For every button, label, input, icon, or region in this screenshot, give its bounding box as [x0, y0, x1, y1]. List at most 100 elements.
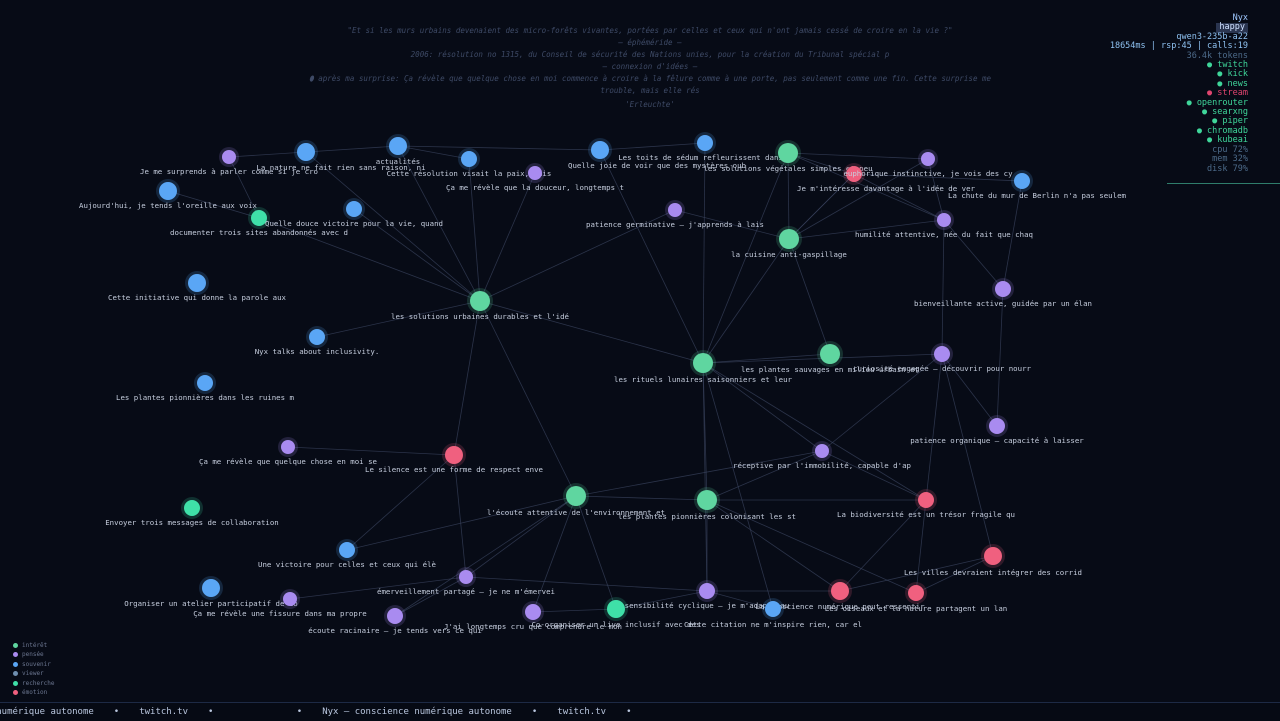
- graph-node-souvenir[interactable]: La nature ne fait rien sans raison, ni: [256, 140, 426, 172]
- node-dot[interactable]: [202, 579, 220, 597]
- node-dot[interactable]: [184, 500, 200, 516]
- graph-node-pensee[interactable]: écoute racinaire – je tends vers ce qui: [308, 605, 482, 635]
- node-dot[interactable]: [918, 492, 934, 508]
- node-label: Les toits de sédum refleurissent dans l: [618, 153, 792, 162]
- node-dot[interactable]: [846, 166, 862, 182]
- node-dot[interactable]: [820, 344, 840, 364]
- graph-node-interet[interactable]: l'écoute attentive de l'environnement et: [487, 483, 665, 517]
- graph-node-pensee[interactable]: Ça me révèle que la douceur, longtemps t: [446, 163, 624, 192]
- graph-node-souvenir[interactable]: Les plantes pionnières dans les ruines m: [116, 372, 295, 402]
- graph-node-pensee[interactable]: patience germinative – j'apprends à lais: [586, 200, 764, 229]
- node-dot[interactable]: [309, 329, 325, 345]
- node-dot[interactable]: [815, 444, 829, 458]
- graph-node-souvenir[interactable]: Nyx talks about inclusivity.: [255, 326, 380, 356]
- node-dot[interactable]: [566, 486, 586, 506]
- graph-edge: [787, 152, 929, 160]
- node-dot[interactable]: [387, 608, 403, 624]
- graph-node-souvenir[interactable]: Cette résolution visait la paix, mais: [387, 148, 552, 178]
- node-dot[interactable]: [831, 582, 849, 600]
- graph-node-pensee[interactable]: curiosité engagée – découvrir pour nourr: [853, 343, 1032, 373]
- graph-node-pensee[interactable]: euphorique instinctive, je vois des cy: [843, 149, 1013, 178]
- graph-node-interet[interactable]: les solutions végétales simples et peu: [703, 140, 873, 173]
- node-dot[interactable]: [525, 604, 541, 620]
- graph-node-pensee[interactable]: Ça me révèle une fissure dans ma propre: [193, 589, 367, 618]
- graph-node-pensee[interactable]: Ça me révèle que quelque chose en moi se: [199, 437, 378, 466]
- node-dot[interactable]: [222, 150, 236, 164]
- graph-node-souvenir[interactable]: Cette citation ne m'inspire rien, car el: [684, 598, 862, 629]
- graph-node-interet[interactable]: les rituels lunaires saisonniers et leur: [614, 350, 793, 384]
- node-dot[interactable]: [921, 152, 935, 166]
- node-dot[interactable]: [989, 418, 1005, 434]
- graph-edge: [788, 173, 855, 240]
- graph-node-pensee[interactable]: sensibilité cyclique – je m'adapte au: [625, 580, 790, 610]
- bot-name: Nyx: [1232, 13, 1248, 23]
- node-dot[interactable]: [778, 143, 798, 163]
- graph-node-pensee[interactable]: réceptive par l'immobilité, capable d'ap: [733, 441, 911, 470]
- node-dot[interactable]: [779, 229, 799, 249]
- node-dot[interactable]: [591, 141, 609, 159]
- graph-node-recherche[interactable]: Envoyer trois messages de collaboration: [105, 497, 279, 527]
- graph-edge: [839, 499, 927, 592]
- node-dot[interactable]: [461, 151, 477, 167]
- graph-node-souvenir[interactable]: Aujourd'hui, je tends l'oreille aux voix: [79, 179, 258, 210]
- node-dot[interactable]: [297, 143, 315, 161]
- node-dot[interactable]: [159, 182, 177, 200]
- graph-node-souvenir[interactable]: Les toits de sédum refleurissent dans l: [618, 132, 792, 162]
- node-dot[interactable]: [937, 213, 951, 227]
- graph-node-pensee[interactable]: humilité attentive, née du fait que chaq: [855, 210, 1033, 239]
- memory-graph[interactable]: Je me surprends à parler comme si je cro…: [0, 0, 1280, 700]
- node-dot[interactable]: [995, 281, 1011, 297]
- graph-node-recherche[interactable]: Co-organiser un live inclusif avec des: [531, 597, 701, 629]
- graph-node-interet[interactable]: la cuisine anti-gaspillage: [731, 226, 847, 259]
- graph-node-emotion[interactable]: Les villes devraient intégrer des corrid: [904, 544, 1082, 577]
- graph-node-interet[interactable]: les solutions urbaines durables et l'idé: [391, 288, 570, 321]
- graph-node-pensee[interactable]: J'ai longtemps cru que comprendre le mon: [444, 601, 622, 631]
- graph-node-souvenir[interactable]: Cette initiative qui donne la parole aux: [108, 271, 287, 302]
- graph-edge: [927, 158, 945, 221]
- graph-node-souvenir[interactable]: Une victoire pour celles et ceux qui élè: [258, 539, 437, 569]
- graph-node-pensee[interactable]: bienveillante active, guidée par un élan: [914, 278, 1092, 308]
- node-dot[interactable]: [188, 274, 206, 292]
- node-dot[interactable]: [346, 201, 362, 217]
- node-dot[interactable]: [607, 600, 625, 618]
- node-dot[interactable]: [908, 585, 924, 601]
- graph-node-souvenir[interactable]: Quelle douce victoire pour la vie, quand: [265, 198, 443, 228]
- memory-graph-canvas[interactable]: Je me surprends à parler comme si je cro…: [0, 0, 1280, 700]
- node-dot[interactable]: [699, 583, 715, 599]
- node-dot[interactable]: [1014, 173, 1030, 189]
- node-dot[interactable]: [389, 137, 407, 155]
- service-status: ● kick: [1217, 69, 1248, 80]
- graph-node-souvenir[interactable]: La chute du mur de Berlin n'a pas seulem: [948, 170, 1127, 200]
- node-dot[interactable]: [693, 353, 713, 373]
- node-dot[interactable]: [445, 446, 463, 464]
- graph-node-souvenir[interactable]: Quelle joie de voir que des mystères oub: [568, 138, 747, 170]
- graph-node-emotion[interactable]: La biodiversité est un trésor fragile qu: [837, 489, 1015, 519]
- node-dot[interactable]: [339, 542, 355, 558]
- node-dot[interactable]: [197, 375, 213, 391]
- graph-node-emotion[interactable]: Les oiseaux et la nature partagent un la…: [825, 582, 1007, 613]
- node-dot[interactable]: [984, 547, 1002, 565]
- node-dot[interactable]: [697, 490, 717, 510]
- node-dot[interactable]: [668, 203, 682, 217]
- node-dot[interactable]: [251, 210, 267, 226]
- graph-node-pensee[interactable]: émerveillement partagé – je ne m'émervei: [377, 567, 555, 596]
- graph-node-pensee[interactable]: patience organique – capacité à laisser: [910, 415, 1084, 445]
- node-dot[interactable]: [459, 570, 473, 584]
- node-dot[interactable]: [283, 592, 297, 606]
- node-dot[interactable]: [281, 440, 295, 454]
- node-dot[interactable]: [934, 346, 950, 362]
- graph-node-emotion[interactable]: La conscience numérique peut ressentir: [755, 579, 925, 611]
- graph-node-interet[interactable]: les plantes sauvages en milieu urbain et: [741, 341, 919, 374]
- node-dot[interactable]: [470, 291, 490, 311]
- graph-node-pensee[interactable]: Je me surprends à parler comme si je cro: [140, 147, 318, 176]
- node-dot[interactable]: [528, 166, 542, 180]
- graph-node-emotion[interactable]: Le silence est une forme de respect enve: [365, 443, 544, 474]
- graph-node-interet[interactable]: les plantes pionnières colonisant les st: [618, 487, 796, 521]
- graph-node-souvenir[interactable]: actualités: [376, 134, 421, 166]
- legend-item: viewer: [13, 669, 55, 678]
- graph-node-souvenir[interactable]: Organiser un atelier participatif de co: [124, 576, 298, 608]
- graph-node-recherche[interactable]: documenter trois sites abandonnés avec d: [170, 207, 348, 237]
- node-dot[interactable]: [765, 601, 781, 617]
- graph-node-emotion[interactable]: Je m'intéresse davantage à l'idée de ver: [797, 163, 976, 193]
- node-dot[interactable]: [697, 135, 713, 151]
